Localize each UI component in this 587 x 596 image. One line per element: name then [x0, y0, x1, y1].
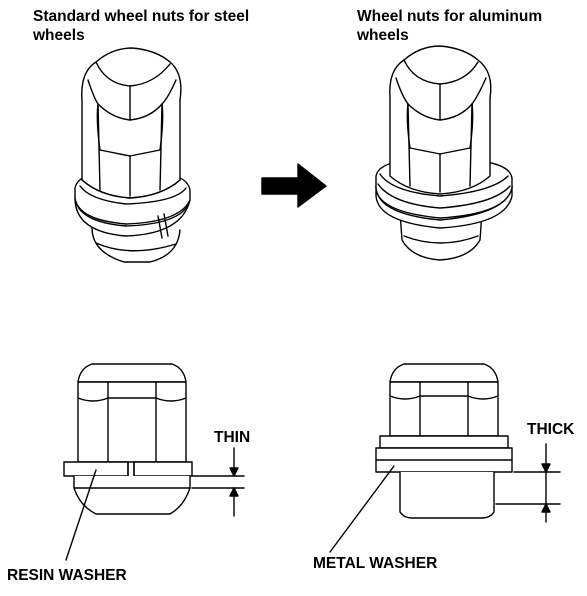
- standard-nut-illustration: [74, 47, 191, 263]
- resin-washer-nut-side-view: [63, 363, 245, 561]
- aluminum-nut-illustration: [375, 45, 513, 261]
- metal-washer-label: METAL WASHER: [313, 555, 438, 572]
- thin-label: THIN: [214, 429, 251, 446]
- arrow-right-icon: [261, 163, 327, 208]
- thick-label: THICK: [527, 421, 575, 438]
- metal-washer-nut-side-view: [329, 363, 561, 553]
- title-standard-nuts: Standard wheel nuts for steel wheels: [33, 8, 250, 44]
- resin-washer-label: RESIN WASHER: [7, 567, 127, 584]
- title-aluminum-nuts: Wheel nuts for aluminum wheels: [357, 8, 543, 44]
